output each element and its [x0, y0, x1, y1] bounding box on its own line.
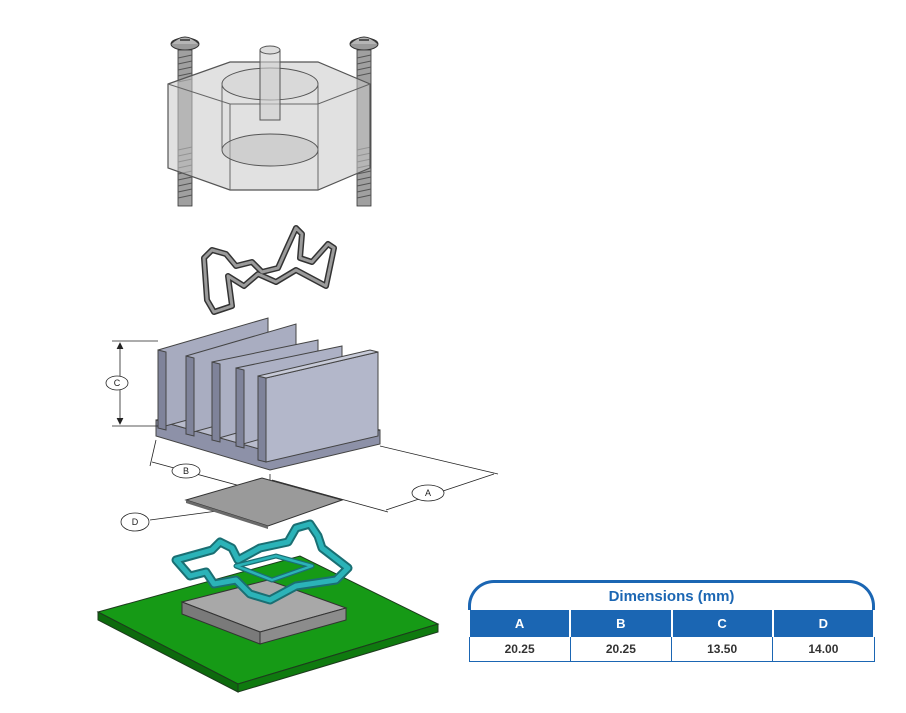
- callout-a: A: [411, 484, 445, 502]
- dimensions-table: Dimensions (mm) A B C D 20.25 20.25 13.5…: [467, 580, 876, 662]
- dimensions-table-title-bar: Dimensions (mm): [468, 580, 875, 610]
- dimensions-header-row: A B C D: [467, 610, 876, 637]
- value-c: 13.50: [670, 636, 774, 662]
- header-d: D: [771, 610, 876, 637]
- header-b: B: [569, 610, 673, 637]
- retention-clip: [171, 519, 353, 605]
- dimensions-table-title: Dimensions (mm): [608, 588, 735, 605]
- callout-c: C: [105, 375, 129, 391]
- thermal-pad: [184, 477, 344, 529]
- wire-spring-clip: [201, 225, 337, 315]
- translucent-standoff-block: [167, 45, 371, 191]
- fin-5: [257, 349, 379, 463]
- chip-package: [180, 579, 348, 645]
- header-c: C: [670, 610, 774, 637]
- callout-b: B: [171, 463, 201, 479]
- callout-d-label: D: [132, 517, 139, 527]
- dimensions-value-row: 20.25 20.25 13.50 14.00: [468, 636, 875, 662]
- callout-c-label: C: [114, 378, 121, 388]
- standoff-assembly: [167, 36, 379, 207]
- dimensions-grid: A B C D 20.25 20.25 13.50 14.00: [467, 610, 876, 662]
- callout-b-label: B: [183, 466, 189, 476]
- value-b: 20.25: [569, 636, 673, 662]
- heat-sink: [155, 317, 381, 471]
- value-d: 14.00: [772, 636, 875, 662]
- header-a: A: [467, 610, 572, 637]
- value-a: 20.25: [468, 636, 571, 662]
- callout-d: D: [120, 512, 150, 532]
- callout-a-label: A: [425, 488, 431, 498]
